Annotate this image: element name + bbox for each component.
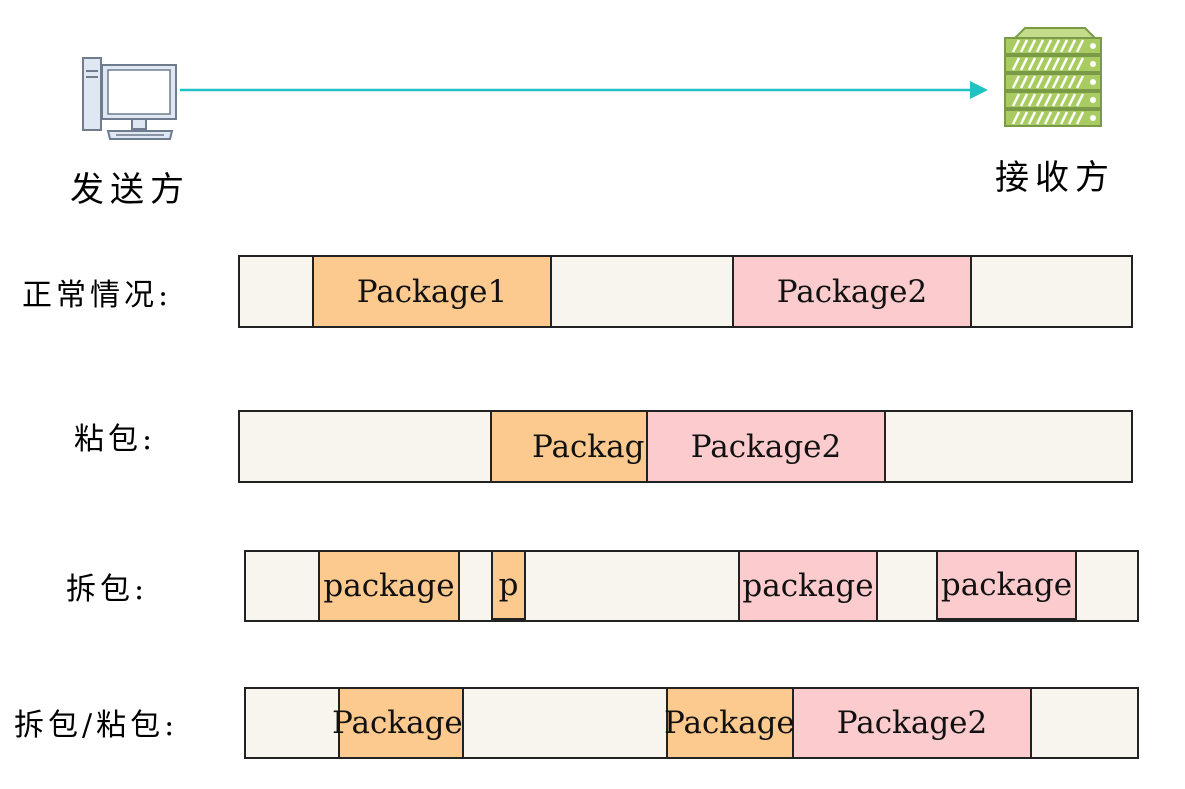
sender-computer [80,55,180,145]
row-label-split: 拆包: [66,572,149,607]
row-label-sticky: 粘包: [74,422,157,457]
segment-package1-partial: Packag [490,412,648,481]
segment-package2: Package2 [792,689,1032,757]
segment-package-second-fragment [666,689,794,757]
segment-package-first-fragment [338,689,464,757]
sender-label: 发送方 [70,170,190,210]
row-label-split-sticky: 拆包/粘包: [14,708,179,743]
segment-package-fragment-a: package [318,552,460,620]
segment-package-fragment-d: package [936,552,1077,620]
segment-package-fragment-b: p [491,552,526,620]
computer-icon [82,57,177,140]
transfer-arrow [180,78,990,102]
receiver-label: 接收方 [995,158,1115,198]
server-icon [1004,27,1102,127]
bar-sticky: Packag Package2 [238,410,1133,483]
receiver-server [1003,26,1107,130]
row-label-normal: 正常情况: [22,278,173,313]
bar-split-sticky: Package2 [244,687,1139,759]
bar-split: package p package package [244,550,1139,622]
segment-package1: Package1 [312,257,552,326]
segment-package2: Package2 [646,412,886,481]
package-text-fragment-2: Package [664,705,795,741]
segment-package-fragment-c: package [738,552,878,620]
bar-normal: Package1 Package2 [238,255,1133,328]
segment-package2: Package2 [732,257,972,326]
package-text-fragment-1: Package [332,705,463,741]
